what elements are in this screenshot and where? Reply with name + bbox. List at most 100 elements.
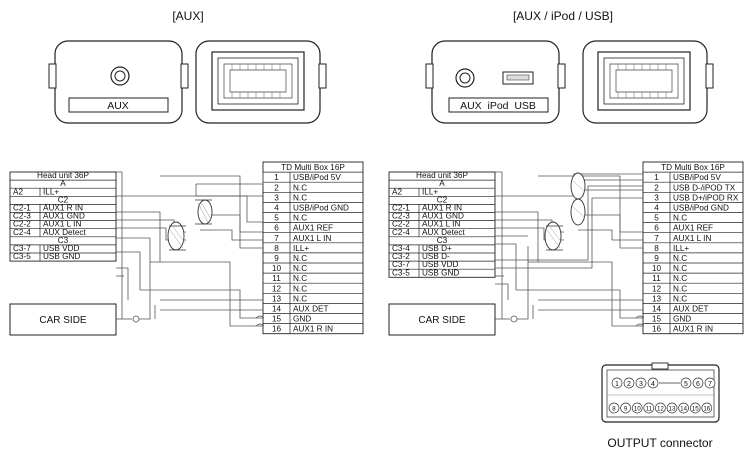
signal-label: AUX1 R IN	[673, 325, 713, 334]
pin-number: 7	[654, 234, 659, 243]
signal-label: N.C	[293, 254, 307, 263]
pin-circle	[655, 402, 666, 414]
pin-circle	[692, 377, 704, 389]
signal-label: AUX1 R IN	[422, 204, 462, 213]
pin-label: C3-5	[392, 268, 410, 277]
section-label: C3	[437, 236, 448, 245]
pin-number: 14	[272, 305, 282, 314]
pin-circle	[647, 377, 659, 389]
signal-label: AUX1 L IN	[673, 234, 711, 243]
pin-number: 5	[654, 214, 659, 223]
right-car-side-label: CAR SIDE	[418, 315, 466, 326]
right-car-side-box: CAR SIDE	[388, 303, 496, 336]
signal-label: ILL+	[673, 244, 689, 253]
signal-label: GND	[293, 315, 311, 324]
pin-number: 13	[652, 294, 662, 303]
pin-number: 12	[272, 284, 282, 293]
output-pin-number: 1	[615, 381, 619, 388]
pin-number: 2	[274, 183, 279, 192]
pin-number: 6	[654, 224, 659, 233]
pin-label: C2-2	[392, 220, 410, 229]
pin-circle	[689, 402, 701, 414]
pin-label: A2	[392, 187, 402, 196]
signal-label: N.C	[293, 214, 307, 223]
pin-number: 4	[274, 204, 279, 213]
signal-label: AUX1 GND	[43, 212, 85, 221]
output-pin-number: 5	[684, 381, 688, 388]
pin-number: 2	[654, 183, 659, 192]
aux-label: AUX	[107, 100, 129, 112]
signal-label: ILL+	[422, 187, 438, 196]
pin-label: C3-4	[392, 244, 410, 253]
pin-circle	[643, 402, 655, 414]
output-pin-number: 8	[612, 406, 616, 413]
left-rear-connector	[195, 40, 327, 124]
pin-label: C2-1	[13, 204, 31, 213]
signal-label: N.C	[293, 193, 307, 202]
output-pin-number: 14	[680, 406, 687, 413]
signal-label: AUX DET	[293, 305, 329, 314]
pin-circle	[608, 402, 620, 414]
signal-label: USB/iPod GND	[673, 204, 729, 213]
right-wiring	[495, 171, 645, 327]
right-rear-connector	[582, 40, 714, 124]
pin-circle	[704, 377, 716, 389]
pin-circle	[611, 377, 623, 389]
output-pin-number: 7	[708, 381, 712, 388]
signal-label: N.C	[673, 254, 687, 263]
signal-label: AUX1 GND	[422, 212, 464, 221]
signal-label: USB/iPod 5V	[293, 173, 341, 182]
pin-number: 5	[274, 214, 279, 223]
signal-label: USB D-/iPOD TX	[673, 183, 736, 192]
signal-label: AUX1 R IN	[43, 204, 83, 213]
pin-circle	[620, 402, 631, 414]
pin-number: 8	[274, 244, 279, 253]
pin-number: 1	[274, 173, 279, 182]
section-label: C3	[58, 236, 69, 245]
pin-number: 15	[272, 315, 282, 324]
aux-faceplate: AUX	[48, 40, 189, 124]
output-pin-number: 13	[669, 406, 676, 413]
signal-label: N.C	[293, 284, 307, 293]
signal-label: USB/iPod GND	[293, 204, 349, 213]
signal-label: AUX1 L IN	[43, 220, 81, 229]
signal-label: N.C	[673, 274, 687, 283]
pin-label: C2-3	[392, 212, 410, 221]
pin-number: 11	[272, 274, 281, 283]
signal-label: AUX DET	[673, 305, 709, 314]
pin-label: C2-1	[392, 204, 410, 213]
signal-label: N.C	[673, 284, 687, 293]
pin-number: 4	[654, 204, 659, 213]
signal-label: AUX Detect	[422, 228, 465, 237]
pin-label: C3-7	[13, 244, 31, 253]
right-multibox-title: TD Multi Box 16P	[661, 163, 725, 172]
right-head-unit-title: Head unit 36P	[416, 171, 468, 180]
left-car-side-label: CAR SIDE	[39, 315, 87, 326]
pin-number: 8	[654, 244, 659, 253]
pin-number: 10	[272, 264, 282, 273]
output-pin-number: 12	[657, 406, 664, 413]
pin-number: 11	[652, 274, 661, 283]
signal-label: USB D+	[422, 244, 452, 253]
left-multibox-title: TD Multi Box 16P	[281, 163, 345, 172]
output-pin-number: 3	[639, 381, 643, 388]
pin-label: C3-2	[392, 252, 410, 261]
left-wiring	[116, 171, 265, 327]
signal-label: N.C	[673, 264, 687, 273]
pin-circle	[623, 377, 635, 389]
right-title: [AUX / iPod / USB]	[513, 9, 613, 23]
pin-number: 3	[274, 193, 279, 202]
signal-label: N.C	[673, 214, 687, 223]
signal-label: AUX1 L IN	[293, 234, 331, 243]
pin-circle	[701, 402, 713, 414]
signal-label: ILL+	[43, 187, 59, 196]
signal-label: AUX1 R IN	[293, 325, 333, 334]
signal-label: N.C	[293, 274, 307, 283]
pin-label: C3-7	[392, 260, 410, 269]
output-pin-number: 2	[627, 381, 631, 388]
signal-label: USB VDD	[43, 244, 79, 253]
pin-number: 7	[274, 234, 279, 243]
